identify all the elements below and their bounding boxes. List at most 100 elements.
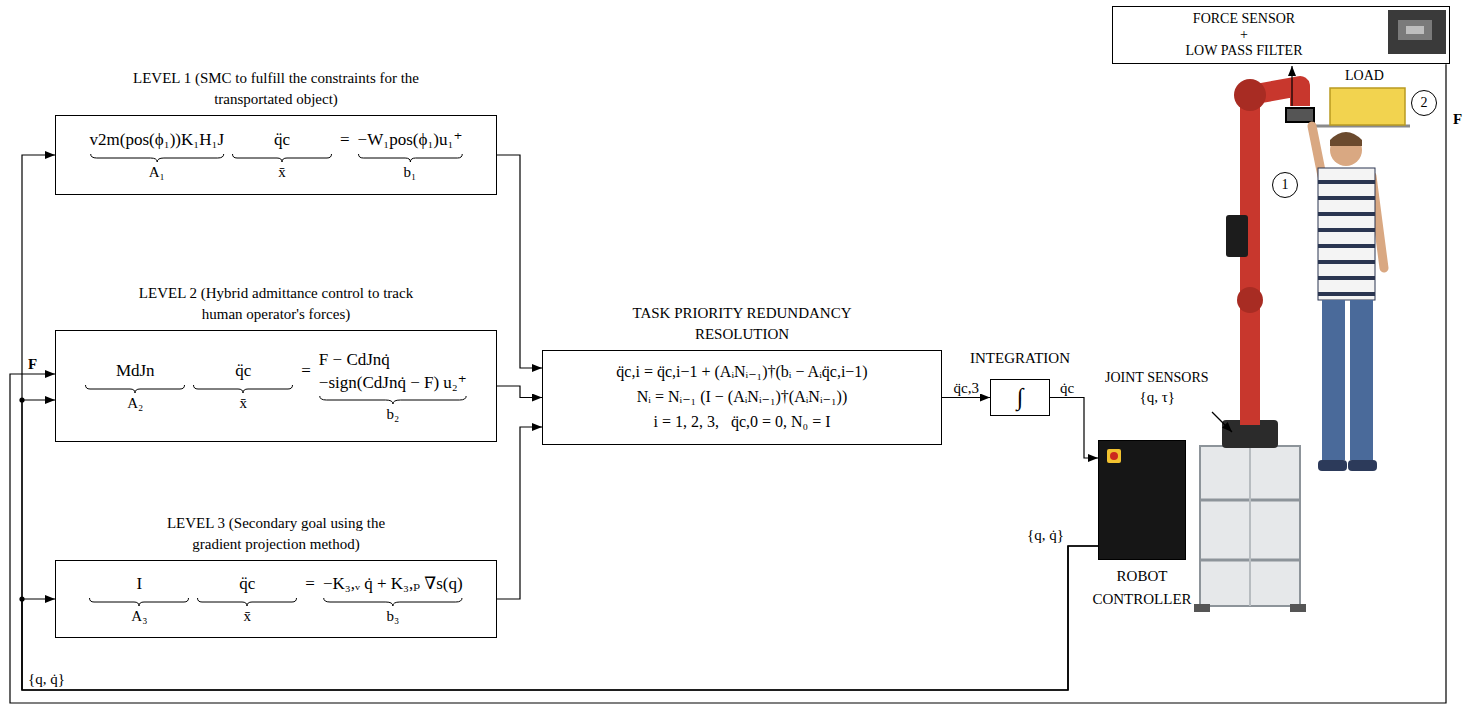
term-lines: −W₁pos(ϕ₁)u₁⁺: [358, 129, 463, 151]
equation-term: v2m(pos(ϕ₁))K₁H₁J A₁: [90, 129, 224, 180]
underbrace-label: x̄: [244, 607, 252, 625]
underbrace: [358, 154, 463, 162]
equation-text: −sign(CdJnq̇ − F) u₂⁺: [319, 372, 467, 394]
level-box: LEVEL 3 (Secondary goal using the gradie…: [55, 560, 497, 638]
equation-term: MdJnA₂: [85, 360, 185, 411]
equation-term: I A₃: [89, 573, 189, 624]
underbrace: [197, 598, 297, 606]
signal-connector: [22, 546, 1098, 690]
equation-row: MdJnA₂ q̈c x̄ = F − CdJnq̇−sign(CdJnq̇ − F) …: [85, 349, 467, 422]
section-label: INTEGRATION: [970, 349, 1070, 367]
equation-text: −K₃,ᵥ q̇ + K₃,ₚ ∇s(q): [323, 573, 463, 595]
box-text: 2: [1421, 96, 1428, 110]
box-text: Nᵢ = Nᵢ₋₁ (I − (AᵢNᵢ₋₁)†(AᵢNᵢ₋₁)): [637, 385, 847, 410]
underbrace-label: A₂: [127, 394, 143, 412]
box-body: 2: [1421, 96, 1428, 110]
equation-text: =: [305, 573, 315, 595]
equation-term: =: [301, 360, 311, 411]
box-text: FORCE SENSOR: [1193, 11, 1295, 27]
term-lines: q̈c: [239, 573, 255, 595]
equation-term: F − CdJnq̇−sign(CdJnq̇ − F) u₂⁺ b₂: [319, 349, 467, 422]
box-heading: LEVEL 2 (Hybrid admittance control to tr…: [131, 283, 421, 327]
signal-connector: [22, 155, 1098, 690]
underbrace: [319, 396, 467, 404]
underbrace-label: x̄: [278, 163, 286, 181]
box-text: LOW PASS FILTER: [1186, 43, 1303, 59]
force-sensor-box: FORCE SENSOR+LOW PASS FILTER: [1112, 6, 1450, 64]
underbrace: [232, 154, 332, 162]
box-text: q̈c,i = q̈c,i−1 + (AᵢNᵢ₋₁)†(bᵢ − Aᵢq̈c,i…: [616, 360, 867, 385]
equation-term: q̈c x̄: [193, 360, 293, 411]
signal-label: {q, q̇}: [28, 670, 65, 688]
signal-connector: [10, 64, 1446, 703]
box-body: q̈c,i = q̈c,i−1 + (AᵢNᵢ₋₁)†(bᵢ − Aᵢq̈c,i…: [616, 360, 867, 434]
box-text: i = 1, 2, 3, q̈c,0 = 0, N₀ = I: [653, 410, 830, 435]
junction-dot: [19, 397, 24, 402]
equation-text: I: [137, 573, 143, 595]
equation-text: MdJn: [116, 360, 155, 382]
term-lines: v2m(pos(ϕ₁))K₁H₁J: [90, 129, 224, 151]
underbrace: [193, 385, 293, 393]
underbrace: [89, 598, 189, 606]
underbrace-label: x̄: [240, 394, 248, 412]
junction-dot: [19, 596, 24, 601]
box-heading: LEVEL 3 (Secondary goal using the gradie…: [154, 513, 399, 557]
signal-connector: [497, 386, 542, 398]
underbrace-label: b₃: [386, 607, 399, 625]
box-body: 1: [1282, 178, 1289, 192]
joint-sensor-leader: [1212, 412, 1232, 432]
callout-circle: 2: [1411, 90, 1437, 116]
box-text: +: [1240, 27, 1248, 43]
level-box: LEVEL 2 (Hybrid admittance control to tr…: [55, 330, 497, 442]
term-lines: −K₃,ᵥ q̇ + K₃,ₚ ∇s(q): [323, 573, 463, 595]
edge-signal-label: q̈c,3: [953, 379, 980, 397]
equation-term: q̈c x̄: [197, 573, 297, 624]
part-label: LOAD: [1345, 68, 1384, 85]
underbrace-label: A₃: [131, 607, 147, 625]
person: [1312, 126, 1384, 471]
term-lines: F − CdJnq̇−sign(CdJnq̇ − F) u₂⁺: [319, 349, 467, 393]
term-lines: =: [340, 129, 350, 151]
signal-label: {q, q̇}: [1027, 526, 1064, 544]
signal-connector: [497, 155, 542, 368]
equation-term: q̈c x̄: [232, 129, 332, 180]
underbrace-label: b₂: [386, 405, 399, 423]
emergency-stop: [1107, 449, 1121, 463]
equation-text: q̈c: [274, 129, 290, 151]
signal-label: F: [1453, 110, 1462, 128]
equation-term: −K₃,ᵥ q̇ + K₃,ₚ ∇s(q) b₃: [323, 573, 463, 624]
equation-term: =: [305, 573, 315, 624]
box-text: ∫: [1017, 382, 1024, 413]
equation-text: =: [301, 360, 311, 382]
robot-controller: ROBOT CONTROLLER: [1098, 440, 1186, 560]
term-lines: q̈c: [235, 360, 251, 382]
pedestal: [1194, 446, 1306, 612]
equation-text: q̈c: [235, 360, 251, 382]
equation-term: =: [340, 129, 350, 180]
sensor-label: JOINT SENSORS: [1105, 370, 1209, 387]
equation-text: =: [340, 129, 350, 151]
task-priority-box: TASK PRIORITY REDUNDANCY RESOLUTIONq̈c,i…: [542, 350, 942, 445]
sensor-leader: [1291, 66, 1292, 106]
underbrace: [90, 154, 224, 162]
integrator-box: ∫: [990, 379, 1050, 416]
signal-label: {q, τ}: [1140, 388, 1175, 406]
box-body: FORCE SENSOR+LOW PASS FILTER: [1186, 11, 1303, 59]
term-lines: =: [301, 360, 311, 382]
equation-row: v2m(pos(ϕ₁))K₁H₁J A₁ q̈c x̄ = −W₁pos(ϕ₁)u₁⁺ b₁: [90, 129, 463, 180]
term-lines: MdJn: [116, 360, 155, 382]
sensor-photo: [1388, 10, 1446, 54]
underbrace-label: b₁: [404, 163, 417, 181]
term-lines: I: [137, 573, 143, 595]
signal-label: F: [28, 355, 37, 373]
load: [1314, 88, 1410, 126]
box-text: 1: [1282, 178, 1289, 192]
edge-signal-label: q̇c: [1059, 379, 1075, 397]
underbrace-label: A₁: [149, 163, 165, 181]
equation-row: I A₃ q̈c x̄ = −K₃,ᵥ q̇ + K₃,ₚ ∇s(q) b₃: [89, 573, 462, 624]
equation-term: −W₁pos(ϕ₁)u₁⁺ b₁: [358, 129, 463, 180]
robot-arm: [1222, 79, 1314, 448]
